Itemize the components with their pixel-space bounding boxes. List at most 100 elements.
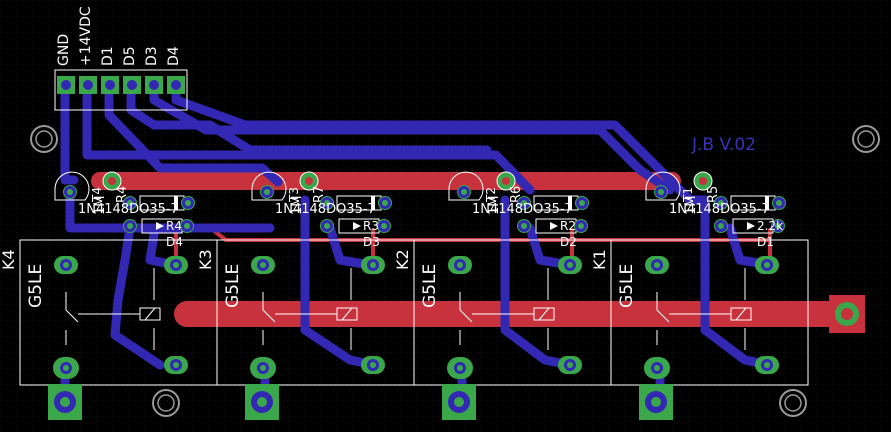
resistor[interactable] [714,218,785,234]
resistor[interactable] [299,171,319,191]
resistor-label: R3 [363,219,379,233]
resistor[interactable] [123,218,194,234]
transistor-pad[interactable] [654,185,668,199]
header-pin-labels: GND +14VDC D1 D5 D3 D4 [56,6,182,66]
relay-type-label: G5LE [223,264,243,308]
diode-pad[interactable] [772,196,786,210]
resistor[interactable] [320,218,391,234]
relay-pad[interactable] [644,357,670,379]
transistor-ref-label: T4 [90,187,104,203]
diode-ref-label: D4 [166,235,183,249]
resistor-pad[interactable] [180,219,194,233]
diode-ref-label: D1 [757,235,774,249]
relay-symbol [262,268,358,350]
relay-pad[interactable] [448,256,472,274]
relay-pad[interactable] [755,256,779,274]
header-pin[interactable] [101,76,119,94]
header-pin[interactable] [79,76,97,94]
connector-header[interactable] [54,69,188,111]
resistor-pad[interactable] [517,219,531,233]
relay-outline [610,239,809,386]
relay-pad[interactable] [361,256,385,274]
header-pin[interactable] [145,76,163,94]
resistor-pad[interactable] [574,219,588,233]
pin-label-d3: D3 [144,46,160,66]
diode[interactable] [123,195,195,211]
relay-symbol [459,268,555,350]
diode-pad[interactable] [714,196,728,210]
relay-pad[interactable] [53,357,79,379]
screw-terminal[interactable] [442,384,476,420]
resistor-value-label: 1M [487,196,502,216]
resistor-pad[interactable] [714,219,728,233]
relay-pad[interactable] [164,256,188,274]
board-version-label: J.B V.02 [691,135,756,155]
diode-type-label: 1N4148DO35-7 [669,202,770,217]
screw-terminal[interactable] [48,384,82,420]
transistor[interactable] [251,171,287,201]
transistor-pad[interactable] [260,185,274,199]
resistor-value-label: 1M [290,196,305,216]
screw-terminal[interactable] [245,384,279,420]
header-pin[interactable] [123,76,141,94]
pin-label-vdc: +14VDC [78,6,94,66]
relay-type-label: G5LE [617,264,637,308]
resistor-label: 2.2k [757,219,783,233]
resistor-label: R2 [560,219,576,233]
pin-label-d5: D5 [122,46,138,66]
relay-pad[interactable] [251,256,275,274]
diode-type-label: 1N4148DO35-7 [275,202,376,217]
resistor[interactable] [496,171,516,191]
pin-label-gnd: GND [56,34,72,66]
resistor-pad[interactable] [377,219,391,233]
diode-pad[interactable] [320,196,334,210]
relay-pad[interactable] [755,356,779,374]
diode-pad[interactable] [517,196,531,210]
transistor[interactable] [54,171,90,201]
relay-pad[interactable] [447,357,473,379]
resistor[interactable] [517,218,588,234]
transistor[interactable] [448,171,484,201]
power-pad[interactable] [829,295,865,333]
relay-pad[interactable] [558,256,582,274]
transistor-ref-label: T2 [484,187,498,203]
relay-pad[interactable] [558,356,582,374]
relay-pad[interactable] [54,256,78,274]
relay-pad[interactable] [250,357,276,379]
diode-pad[interactable] [181,196,195,210]
relay-ref-label: K1 [590,249,609,270]
resistor[interactable] [102,171,122,191]
relay-pad[interactable] [645,256,669,274]
diode-ref-label: D2 [560,235,577,249]
diode[interactable] [714,195,786,211]
resistor-pad[interactable] [320,219,334,233]
resistor-pad[interactable] [771,219,785,233]
transistor[interactable] [645,171,681,201]
mounting-holes [30,125,880,417]
transistor-pad[interactable] [63,185,77,199]
header-pin[interactable] [167,76,185,94]
resistor-pad[interactable] [123,219,137,233]
diode[interactable] [320,195,392,211]
header-pin[interactable] [57,76,75,94]
transistor-pad[interactable] [457,185,471,199]
relay-ref-label: K2 [393,249,412,270]
resistor[interactable] [693,171,713,191]
relay-type-label: G5LE [420,264,440,308]
diode-pad[interactable] [123,196,137,210]
diode-pad[interactable] [575,196,589,210]
relay-pad[interactable] [164,356,188,374]
screw-terminal[interactable] [639,384,673,420]
diode-type-label: 1N4148DO35-7 [78,202,179,217]
transistor-ref-label: T1 [681,187,695,203]
diode-type-label: 1N4148DO35-7 [472,202,573,217]
diode[interactable] [517,195,589,211]
diode-pad[interactable] [378,196,392,210]
relay-pad[interactable] [361,356,385,374]
bottom-copper-layer [60,80,775,405]
